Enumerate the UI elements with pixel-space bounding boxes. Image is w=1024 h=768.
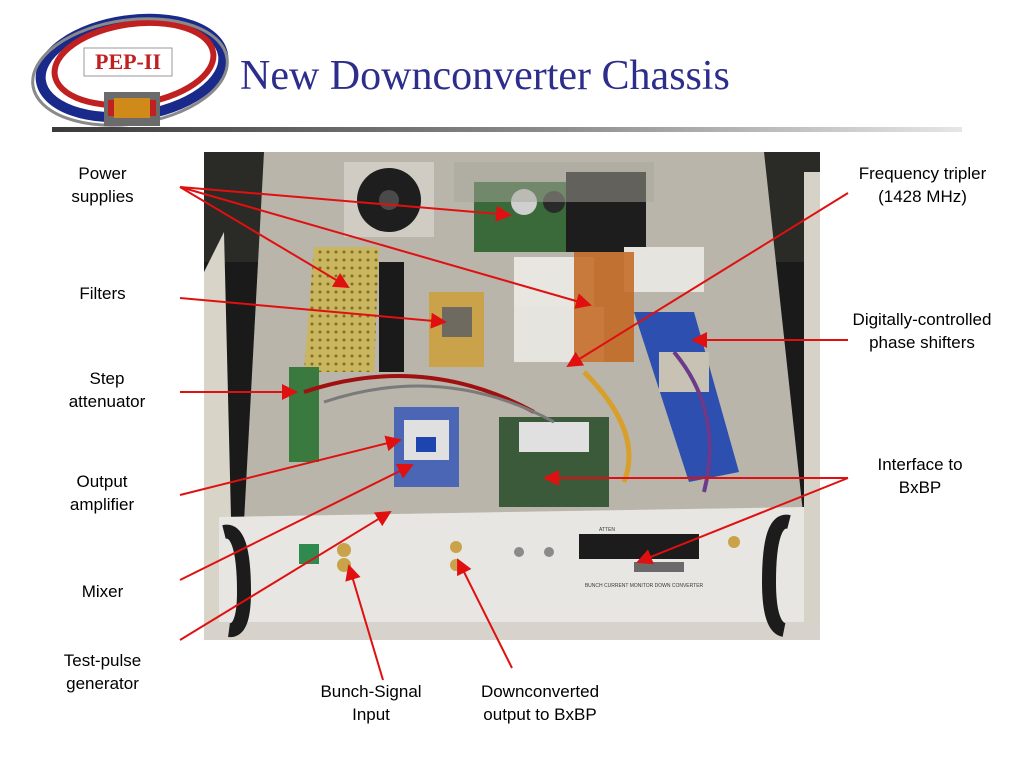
panel-label: BUNCH CURRENT MONITOR DOWN CONVERTER — [585, 583, 704, 589]
logo-text: PEP-II — [95, 49, 161, 74]
panel-label-atten: ATTEN — [599, 527, 615, 533]
pep-ii-logo: PEP-II — [31, 13, 229, 127]
label-mixer: Mixer — [81, 582, 124, 601]
label-frequency-tripler: Frequency tripler(1428 MHz) — [858, 164, 987, 206]
label-filters: Filters — [79, 284, 126, 303]
chassis-photo: BUNCH CURRENT MONITOR DOWN CONVERTER ATT… — [204, 152, 820, 640]
title-divider — [52, 127, 962, 132]
slide-title: New Downconverter Chassis — [240, 53, 730, 99]
